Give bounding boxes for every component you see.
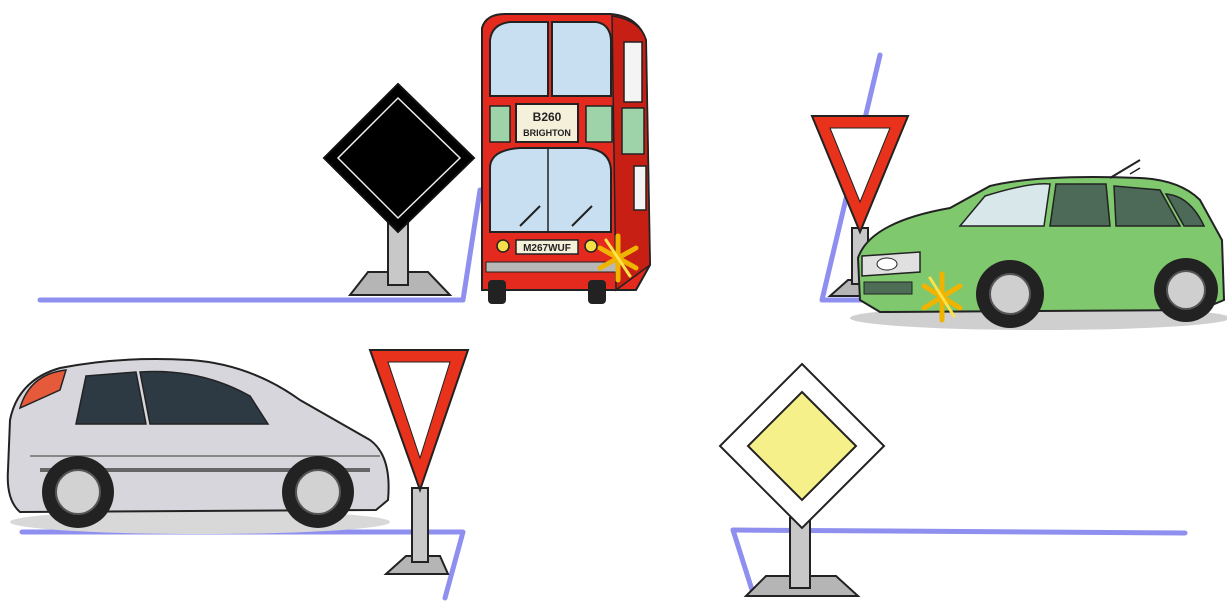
bus: B260 BRIGHTON M267WUF [482, 14, 650, 304]
silver-hatchback-car [8, 359, 390, 534]
bus-destination: BRIGHTON [523, 128, 571, 138]
road-edge-bottom-right-corner [733, 530, 752, 590]
priority-road-sign-black [324, 84, 474, 295]
bus-plate: M267WUF [523, 243, 571, 254]
green-estate-car [850, 160, 1227, 330]
bus-route-number: B260 [533, 110, 562, 124]
